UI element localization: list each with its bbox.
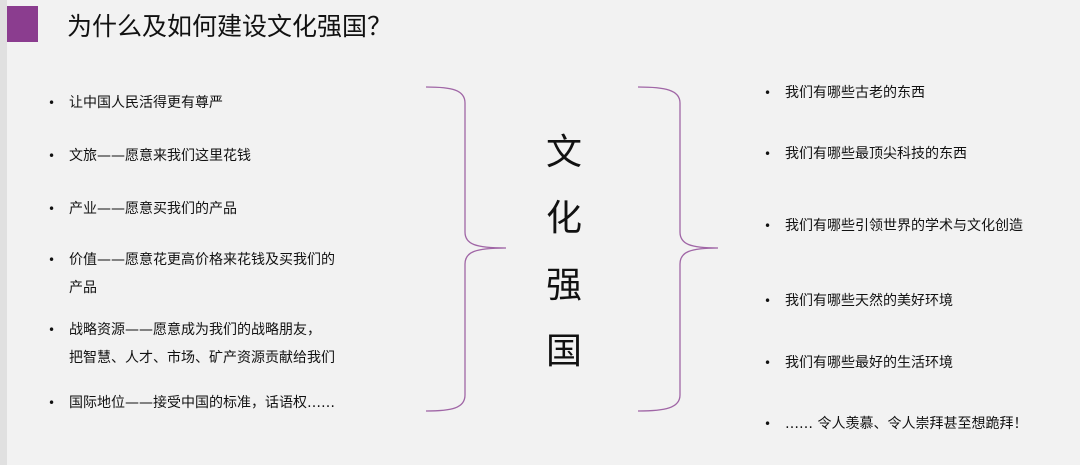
left-item-text-cont: 产品 xyxy=(69,280,97,296)
bullet-icon: • xyxy=(48,96,56,110)
bullet-icon: • xyxy=(764,219,772,233)
right-item-text: 我们有哪些最好的生活环境 xyxy=(785,355,953,371)
right-item-text: 我们有哪些天然的美好环境 xyxy=(785,293,953,309)
right-item-text: 我们有哪些古老的东西 xyxy=(785,85,925,101)
right-item-text: 我们有哪些最顶尖科技的东西 xyxy=(785,146,967,162)
left-item-text: 文旅——愿意来我们这里花钱 xyxy=(69,148,251,164)
bullet-icon: • xyxy=(48,323,56,337)
title-accent-block xyxy=(7,6,38,42)
bullet-icon: • xyxy=(764,147,772,161)
bullet-icon: • xyxy=(48,149,56,163)
left-item-text-cont: 把智慧、人才、市场、矿产资源贡献给我们 xyxy=(69,350,335,366)
left-curly-brace xyxy=(425,86,507,412)
left-item-text: 战略资源——愿意成为我们的战略朋友， xyxy=(69,322,321,338)
left-item-text: 让中国人民活得更有尊严 xyxy=(69,95,223,111)
center-char-4: 国 xyxy=(545,331,582,372)
bullet-icon: • xyxy=(48,253,56,267)
center-char-2: 化 xyxy=(545,198,582,239)
bullet-icon: • xyxy=(764,417,772,431)
left-item-text: 产业——愿意买我们的产品 xyxy=(69,201,237,217)
center-char-1: 文 xyxy=(545,132,582,173)
left-item-text: 价值——愿意花更高价格来花钱及买我们的 xyxy=(69,252,335,268)
right-item-text: 我们有哪些引领世界的学术与文化创造 xyxy=(785,218,1023,234)
page-title: 为什么及如何建设文化强国？ xyxy=(67,12,393,41)
left-item-text: 国际地位——接受中国的标准，话语权…… xyxy=(69,395,335,411)
center-char-3: 强 xyxy=(545,265,582,306)
right-item-text: …… 令人羡慕、令人崇拜甚至想跪拜！ xyxy=(785,416,1028,432)
bullet-icon: • xyxy=(764,356,772,370)
slide-edge xyxy=(0,0,7,465)
bullet-icon: • xyxy=(764,294,772,308)
bullet-icon: • xyxy=(764,86,772,100)
bullet-icon: • xyxy=(48,396,56,410)
bullet-icon: • xyxy=(48,202,56,216)
right-curly-brace xyxy=(637,86,719,412)
